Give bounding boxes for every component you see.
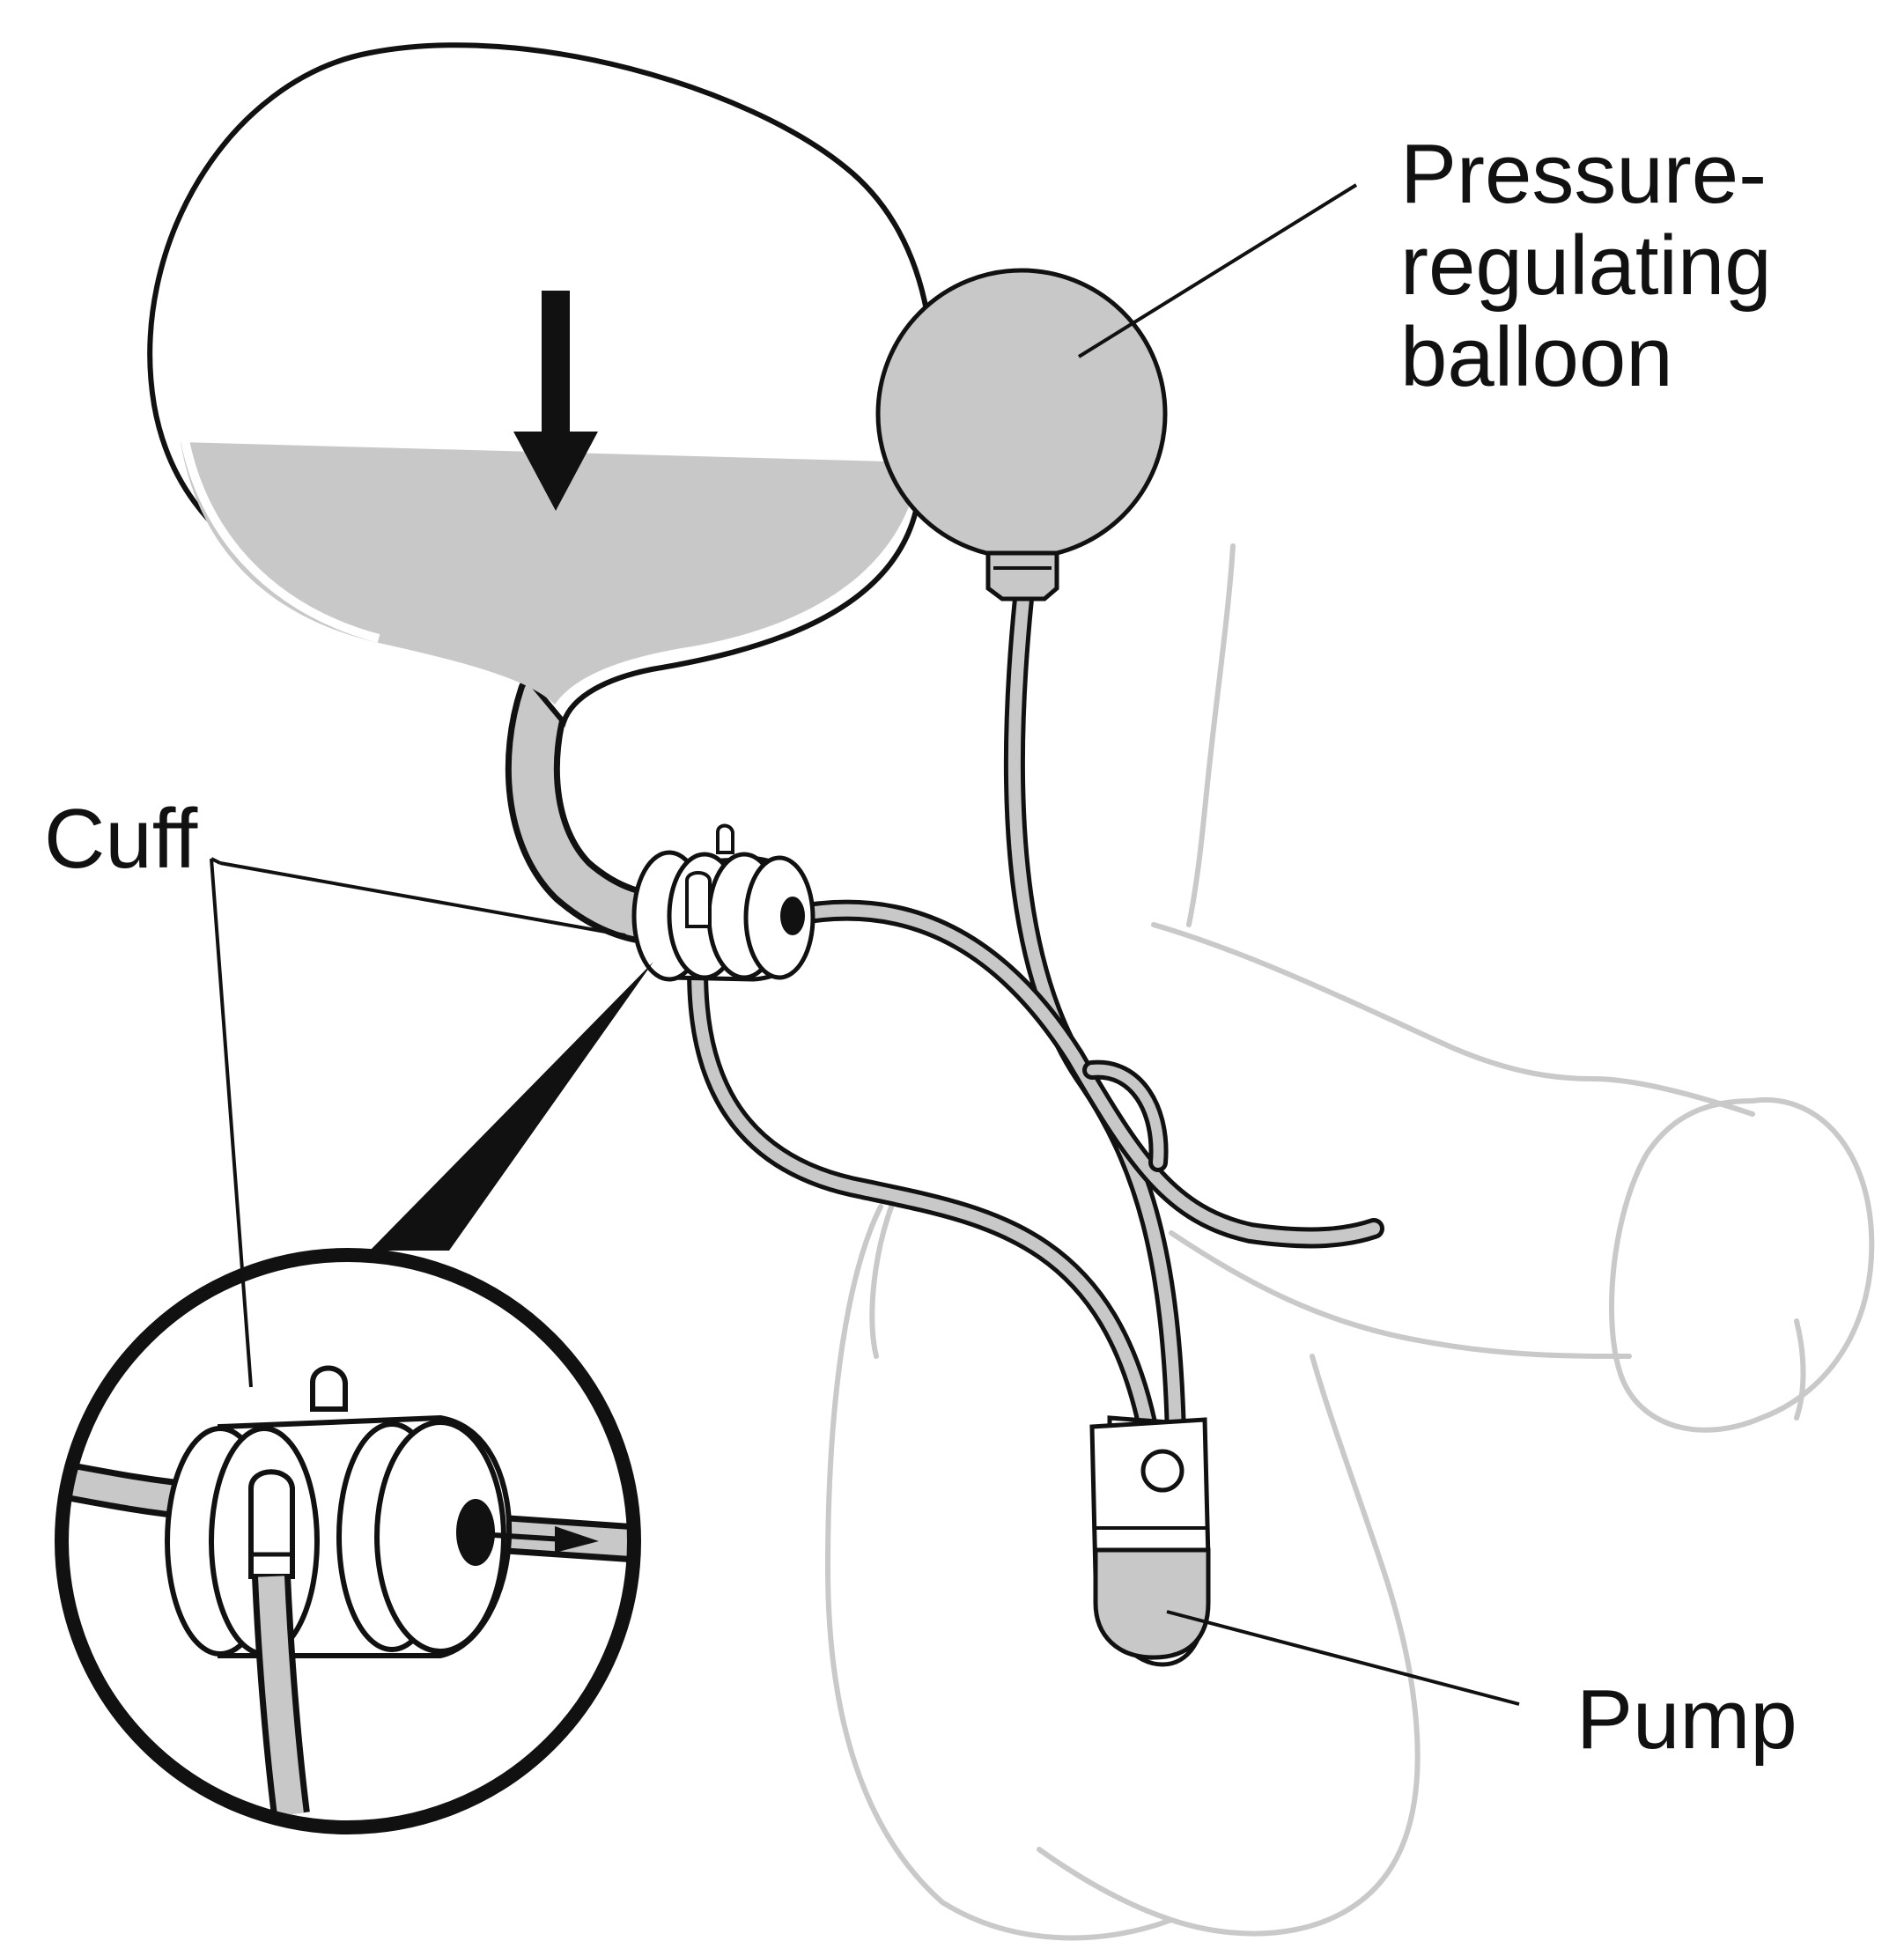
pressure-regulating-balloon [875,268,1168,602]
balloon-label-line-3: balloon [1400,310,1673,404]
balloon-leader [1077,183,1358,358]
shaft-outline-upper [1186,543,1236,927]
pump [1089,1415,1211,1667]
shaft-outline-right [1591,1076,1755,1117]
magnified-cuff-inset [55,1248,641,1834]
leader-lines [210,183,1520,1706]
tubing [687,588,1384,1446]
magnifier-wedge [370,962,653,1251]
pump-valve [1140,1449,1184,1493]
cuff-leader-inset [210,858,253,1388]
cuff-pump-tube [687,914,1160,1446]
balloon-label-line-1: Pressure- [1400,127,1767,221]
reservoir [147,42,936,946]
cuff-leader-bend [219,861,626,937]
pump-leader [1166,1610,1520,1706]
cuff-label: Cuff [44,792,198,886]
anatomy-outline [825,543,1875,1941]
pump-label: Pump [1576,1672,1797,1767]
glans-outline [1609,1096,1875,1433]
balloon-label-line-2: regulating [1400,218,1772,313]
scrotum-inner [1037,1847,1174,1923]
thigh-line [869,1186,901,1359]
shaft-bottom [1169,1230,1632,1359]
pump-bulb [1093,1547,1211,1660]
glans-tip [1794,1318,1806,1421]
right-arrow-icon [492,1526,599,1553]
scrotum-outline [825,1204,1421,1941]
balloon-label: Pressure- regulating balloon [1400,132,1772,400]
shaft-outline [1151,922,1597,1081]
balloon-connector [985,550,1059,602]
cuff-small [631,823,815,982]
down-arrow-icon [513,291,598,511]
